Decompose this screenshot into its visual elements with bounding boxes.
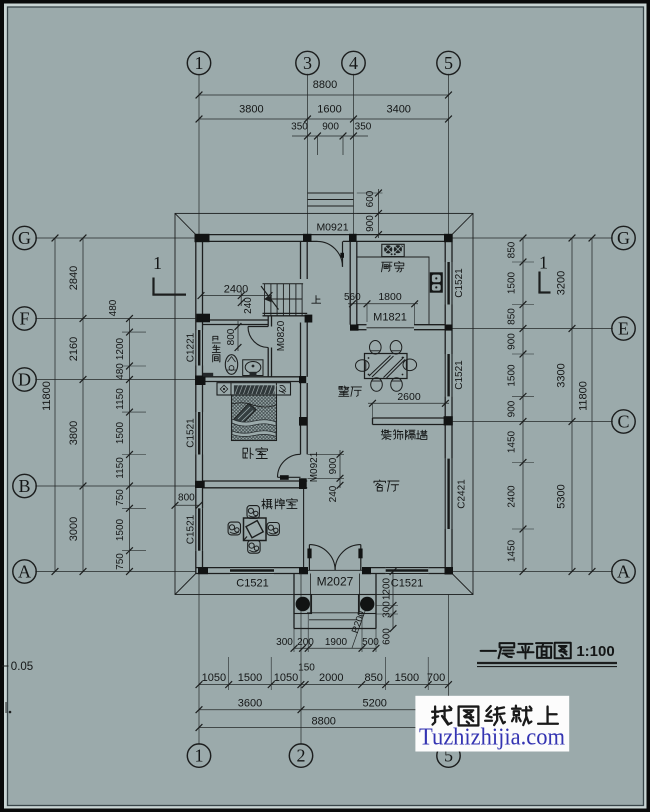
svg-text:1450: 1450 [507,539,518,562]
svg-text:600: 600 [365,190,376,207]
svg-text:1900: 1900 [325,637,348,648]
svg-text:5300: 5300 [555,484,567,508]
svg-text:560: 560 [344,292,361,303]
svg-text:C1521: C1521 [236,577,268,589]
svg-text:5200: 5200 [362,697,386,709]
svg-text:200: 200 [297,637,314,648]
svg-text:1150: 1150 [115,388,126,410]
svg-text:F: F [19,308,29,328]
svg-text:3200: 3200 [555,271,567,295]
svg-text:2000: 2000 [319,672,343,684]
svg-text:4: 4 [349,53,358,73]
svg-text:C1521: C1521 [186,514,197,544]
svg-text:1500: 1500 [238,672,262,684]
svg-text:Tuzhizhijia.com: Tuzhizhijia.com [419,725,565,751]
svg-text:480: 480 [108,299,119,316]
svg-text:700: 700 [427,672,445,684]
svg-text:500: 500 [362,637,379,648]
svg-text:600: 600 [382,628,393,645]
svg-text:2840: 2840 [68,266,80,290]
svg-text:3000: 3000 [68,517,80,541]
svg-text:2600: 2600 [397,391,421,403]
svg-text:D: D [18,369,31,389]
svg-text:2400: 2400 [507,485,518,508]
svg-text:1: 1 [195,53,204,73]
svg-text:3600: 3600 [238,697,262,709]
svg-text:1500: 1500 [507,364,518,387]
svg-text:1450: 1450 [507,430,518,453]
svg-text:900: 900 [507,400,518,417]
svg-text:C1521: C1521 [391,577,423,589]
svg-text:1500: 1500 [115,518,126,541]
svg-text:1600: 1600 [317,103,341,115]
svg-text:5: 5 [444,745,453,765]
svg-text:300: 300 [382,601,393,618]
svg-text:1: 1 [195,745,204,765]
svg-text:240: 240 [243,297,254,314]
svg-text:3: 3 [303,53,312,73]
svg-text:E: E [618,318,629,338]
svg-text:800: 800 [178,493,195,504]
svg-text:5: 5 [444,53,453,73]
svg-text:900: 900 [365,215,376,232]
svg-text:1200: 1200 [115,337,126,360]
svg-text:G: G [617,228,630,248]
svg-text:C2421: C2421 [457,479,468,509]
svg-text:1500: 1500 [395,672,419,684]
svg-text:300: 300 [276,637,293,648]
svg-text:M0921: M0921 [309,451,320,482]
svg-text:800: 800 [226,328,237,345]
svg-text:900: 900 [322,122,339,133]
svg-text:8800: 8800 [311,715,335,727]
svg-text:3800: 3800 [68,421,80,445]
svg-text:A: A [617,561,630,581]
svg-text:850: 850 [507,308,518,325]
svg-text:750: 750 [115,553,126,570]
svg-text:900: 900 [507,333,518,350]
svg-text:A: A [18,561,31,581]
svg-text:3800: 3800 [239,103,263,115]
svg-text:1500: 1500 [507,271,518,294]
svg-text:1800: 1800 [378,291,402,303]
svg-text:11800: 11800 [577,381,589,411]
svg-text:480: 480 [115,363,126,380]
svg-text:C1221: C1221 [186,332,197,362]
svg-text:1050: 1050 [274,672,298,684]
svg-text:1050: 1050 [202,672,226,684]
svg-text:2400: 2400 [224,283,248,295]
svg-text:150: 150 [298,663,315,674]
svg-text:1150: 1150 [115,457,126,479]
svg-text:1500: 1500 [115,421,126,444]
svg-text:M2027: M2027 [317,575,354,589]
svg-text:8800: 8800 [313,79,337,91]
svg-text:0.05: 0.05 [11,661,33,673]
svg-text:M0820: M0820 [276,320,287,351]
svg-text:750: 750 [115,489,126,506]
svg-text:11800: 11800 [41,381,53,411]
svg-text:900: 900 [328,457,339,474]
svg-text:3400: 3400 [386,103,410,115]
svg-text:C1521: C1521 [186,418,197,448]
svg-text:C1521: C1521 [454,268,465,298]
svg-text:3300: 3300 [555,363,567,387]
svg-text:2160: 2160 [68,337,80,361]
svg-text:2: 2 [297,745,306,765]
svg-text:350: 350 [355,122,372,133]
svg-text:1: 1 [153,253,162,273]
svg-text:850: 850 [365,672,383,684]
svg-text:M0921: M0921 [316,221,348,233]
svg-text:M1821: M1821 [373,311,407,323]
svg-text:G: G [18,228,31,248]
svg-text:B: B [18,476,30,496]
svg-text:1: 1 [539,252,548,272]
svg-text:850: 850 [507,241,518,258]
svg-text:C: C [617,411,629,431]
svg-text:C1521: C1521 [454,360,465,390]
svg-text:350: 350 [291,122,308,133]
svg-text:1200: 1200 [382,577,393,600]
svg-text:1:100: 1:100 [576,643,614,660]
svg-text:240: 240 [328,485,339,502]
